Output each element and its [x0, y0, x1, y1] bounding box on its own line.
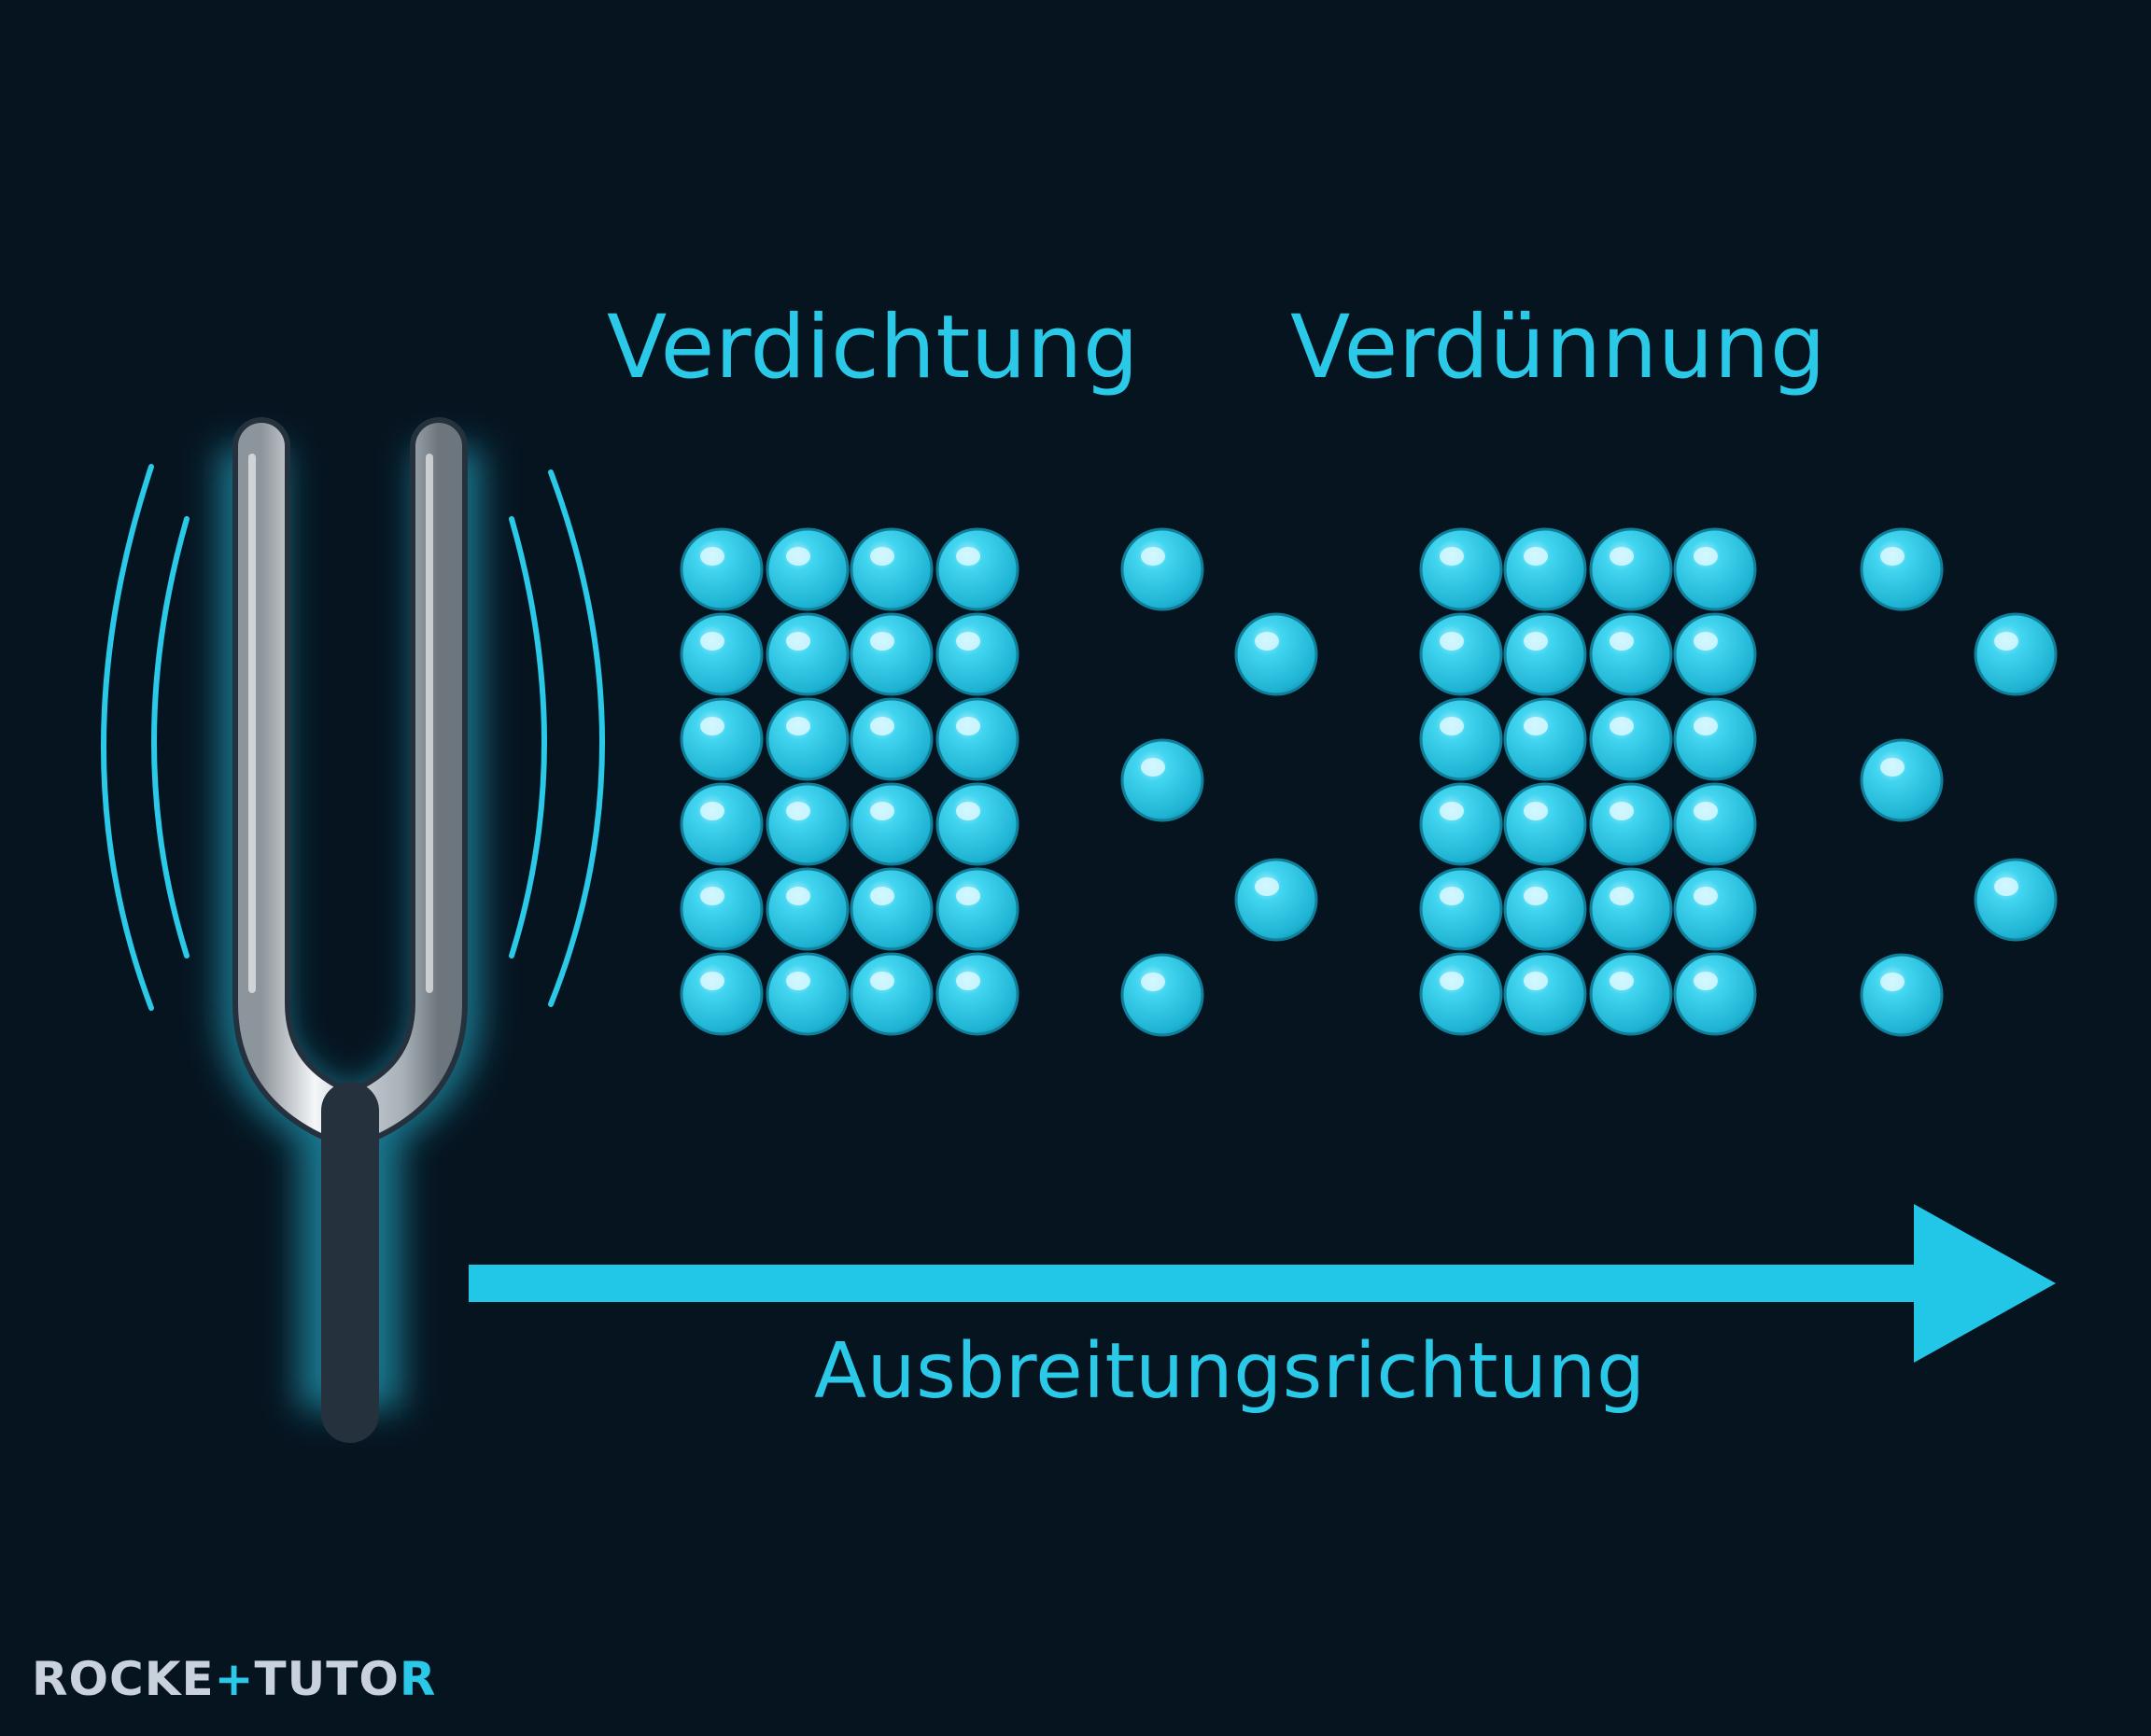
particle-dense-2: [1503, 782, 1587, 866]
air-particles: [680, 527, 2058, 1037]
particle-dense-1: [680, 867, 764, 951]
particle-dense-2: [1503, 697, 1587, 781]
particle-dense-2: [1419, 952, 1503, 1036]
particle-dense-1: [680, 782, 764, 866]
particle-dense-1: [766, 952, 850, 1036]
propagation-arrow: [469, 1204, 2056, 1363]
particle-dense-2: [1589, 612, 1673, 696]
particle-dense-1: [935, 612, 1019, 696]
logo-text-2: TUTO: [254, 1652, 400, 1706]
particle-dense-1: [850, 527, 934, 611]
particle-dense-1: [766, 782, 850, 866]
particle-sparse-1: [1234, 858, 1318, 942]
particle-sparse-1: [1120, 953, 1204, 1037]
particle-dense-1: [935, 697, 1019, 781]
particle-dense-1: [680, 527, 764, 611]
tuning-fork-icon: [219, 417, 481, 1443]
vibration-waves-right: [509, 469, 605, 1007]
particle-dense-1: [766, 612, 850, 696]
particle-sparse-1: [1120, 738, 1204, 822]
vibration-arc-right-inner: [509, 516, 547, 959]
particle-dense-2: [1673, 612, 1757, 696]
particle-dense-1: [850, 952, 934, 1036]
particle-dense-1: [680, 612, 764, 696]
vibration-arc-left-inner: [151, 516, 190, 959]
particle-dense-2: [1673, 867, 1757, 951]
particle-dense-2: [1673, 782, 1757, 866]
particle-dense-1: [766, 697, 850, 781]
particle-dense-2: [1589, 952, 1673, 1036]
logo-text-3: R: [399, 1652, 437, 1706]
vibration-arc-left-outer: [101, 464, 154, 1011]
label-propagation-direction: Ausbreitungsrichtung: [814, 1327, 1646, 1416]
particle-dense-2: [1673, 952, 1757, 1036]
logo-text-1: ROCKE: [32, 1652, 215, 1706]
particle-dense-1: [935, 782, 1019, 866]
rockettutor-logo: ROCKE+TUTOR: [32, 1652, 436, 1708]
particle-sparse-2: [1974, 858, 2058, 942]
particle-dense-1: [850, 867, 934, 951]
particle-dense-1: [935, 952, 1019, 1036]
particle-dense-1: [680, 697, 764, 781]
particle-dense-2: [1419, 612, 1503, 696]
particle-dense-2: [1589, 527, 1673, 611]
particle-sparse-2: [1860, 527, 1944, 611]
particle-dense-2: [1589, 697, 1673, 781]
particle-dense-2: [1503, 952, 1587, 1036]
arrow-head: [1914, 1204, 2056, 1363]
particle-dense-1: [850, 697, 934, 781]
vibration-waves-left: [101, 464, 190, 1011]
particle-dense-2: [1503, 612, 1587, 696]
particle-dense-1: [935, 867, 1019, 951]
particle-dense-1: [680, 952, 764, 1036]
particle-dense-2: [1503, 527, 1587, 611]
particle-dense-1: [850, 782, 934, 866]
particle-sparse-2: [1974, 612, 2058, 696]
label-compression: Verdichtung: [607, 297, 1140, 399]
vibration-arc-right-outer: [548, 469, 605, 1007]
particle-dense-1: [935, 527, 1019, 611]
particle-sparse-2: [1860, 953, 1944, 1037]
particle-dense-2: [1419, 697, 1503, 781]
particle-dense-1: [850, 612, 934, 696]
particle-sparse-1: [1120, 527, 1204, 611]
particle-dense-2: [1503, 867, 1587, 951]
particle-dense-2: [1419, 867, 1503, 951]
particle-dense-2: [1673, 697, 1757, 781]
particle-dense-2: [1419, 527, 1503, 611]
particle-sparse-2: [1860, 738, 1944, 822]
label-rarefaction: Verdünnung: [1290, 297, 1827, 399]
particle-dense-2: [1589, 782, 1673, 866]
particle-sparse-1: [1234, 612, 1318, 696]
particle-dense-2: [1673, 527, 1757, 611]
logo-mark: +: [214, 1652, 255, 1706]
arrow-shaft: [469, 1265, 1944, 1302]
particle-dense-1: [766, 867, 850, 951]
particle-dense-1: [766, 527, 850, 611]
particle-dense-2: [1589, 867, 1673, 951]
particle-dense-2: [1419, 782, 1503, 866]
